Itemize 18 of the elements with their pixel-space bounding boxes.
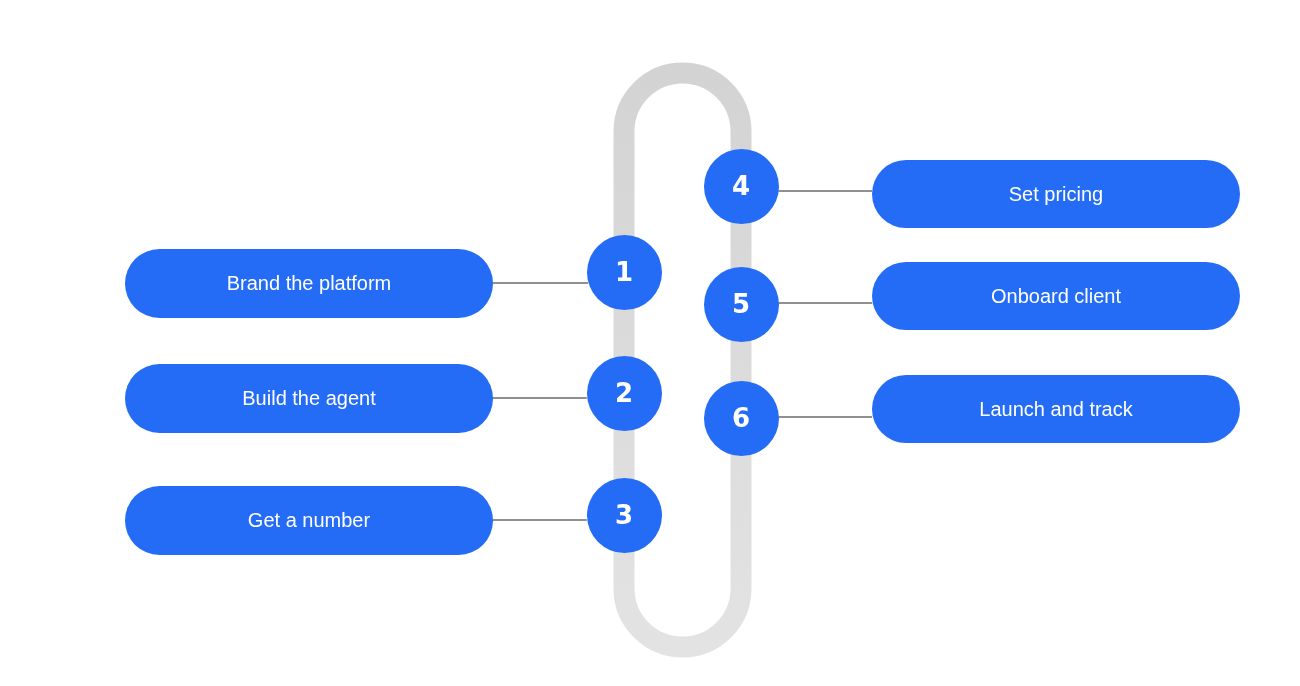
- connector-line: [492, 519, 588, 521]
- connector-line: [492, 282, 589, 284]
- step-label: Brand the platform: [226, 272, 392, 295]
- connector-line: [777, 416, 873, 418]
- connector-line: [777, 190, 873, 192]
- step-label: Onboard client: [990, 284, 1122, 308]
- step-label: Launch and track: [979, 397, 1133, 421]
- step-number: 2: [614, 380, 634, 406]
- step-number: 5: [731, 291, 751, 317]
- step-number: 3: [614, 502, 634, 528]
- step-label: Set pricing: [1008, 182, 1104, 206]
- step-label: Get a number: [247, 509, 371, 532]
- connector-line: [777, 302, 873, 304]
- step-number: 1: [614, 259, 634, 285]
- step-label: Build the agent: [242, 387, 376, 410]
- connector-line: [492, 397, 588, 399]
- step-number: 4: [731, 173, 751, 199]
- step-number: 6: [731, 405, 751, 431]
